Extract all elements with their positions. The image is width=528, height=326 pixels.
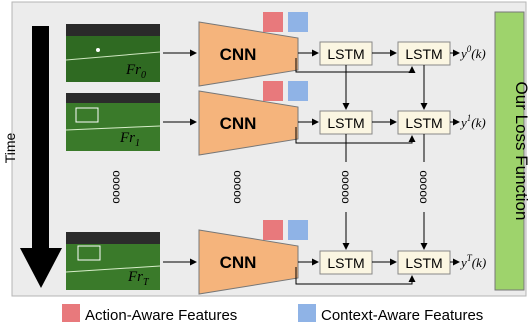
lstm2-label-1: LSTM <box>405 115 442 131</box>
output-label-0: y0(k) <box>459 44 486 61</box>
loss-function-block <box>494 11 525 291</box>
skip-connection-0 <box>295 58 416 73</box>
action-feature-square-T <box>263 220 283 240</box>
context-feature-square-0 <box>288 12 308 32</box>
cnn-label-0: CNN <box>220 45 257 64</box>
time-label: Time <box>2 132 18 163</box>
legend-context-swatch <box>298 304 316 322</box>
legend-action-label: Action-Aware Features <box>85 307 237 324</box>
cnn-label-T: CNN <box>220 253 257 272</box>
frame-label-0: Fr0 <box>125 62 146 81</box>
cnn-block-T <box>198 229 299 295</box>
frame-thumbnail-1 <box>65 93 161 151</box>
action-feature-square-1 <box>263 81 283 101</box>
context-feature-square-T <box>288 220 308 240</box>
lstm1-label-1: LSTM <box>327 115 364 131</box>
frame-thumbnail-0 <box>65 24 161 82</box>
cnn-label-1: CNN <box>220 114 257 133</box>
ellipsis-cnn: ooooo <box>231 170 245 204</box>
cnn-block-0 <box>198 21 299 87</box>
ellipsis-frames: ooooo <box>110 170 124 204</box>
ellipsis-lstm1: ooooo <box>339 170 353 204</box>
frame-label-T: FrT <box>127 269 150 288</box>
lstm2-label-T: LSTM <box>405 255 442 271</box>
legend-action-swatch <box>62 304 80 322</box>
lstm1-label-T: LSTM <box>327 255 364 271</box>
cnn-block-1 <box>198 90 299 156</box>
context-feature-square-1 <box>288 81 308 101</box>
skip-connection-T <box>295 267 416 285</box>
frame-thumbnail-T <box>65 232 161 290</box>
output-label-T: yT(k) <box>459 253 486 270</box>
frame-label-1: Fr1 <box>119 130 140 149</box>
legend-context-label: Context-Aware Features <box>321 307 483 324</box>
time-arrow <box>20 26 62 288</box>
ellipsis-lstm2: ooooo <box>417 170 431 204</box>
loss-function-label: Our Loss Function <box>512 82 528 221</box>
lstm2-label-0: LSTM <box>405 46 442 62</box>
action-feature-square-0 <box>263 12 283 32</box>
lstm1-label-0: LSTM <box>327 46 364 62</box>
output-label-1: y1(k) <box>459 113 486 130</box>
skip-connection-1 <box>295 127 416 144</box>
